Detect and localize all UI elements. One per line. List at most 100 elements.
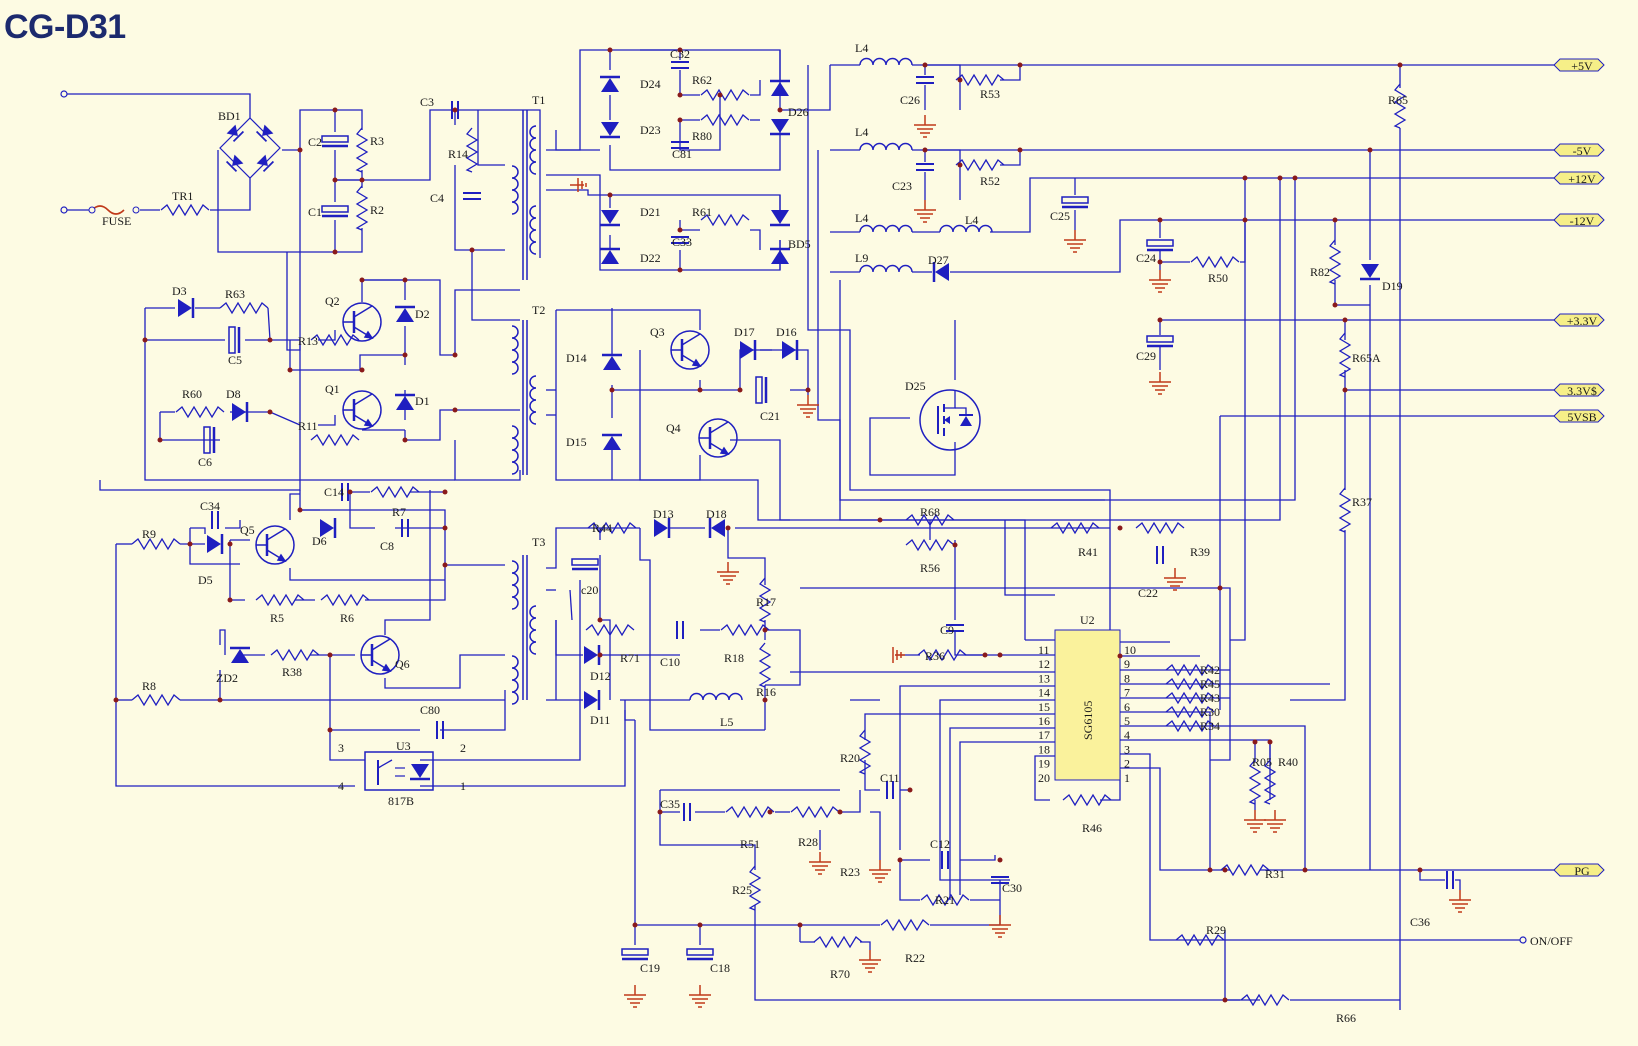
- ic-pin-left: 19: [1038, 757, 1050, 771]
- label-d11: D11: [590, 713, 610, 727]
- label-d23: D23: [640, 123, 661, 137]
- transistor-q3: [669, 329, 711, 371]
- label-r30: R30: [1200, 705, 1220, 719]
- label-q1: Q1: [325, 382, 340, 396]
- ground-symbol: [868, 859, 892, 883]
- diagram-title: CG-D31: [4, 8, 126, 46]
- label-d22: D22: [640, 251, 661, 265]
- bridge-rectifier-bd1: [219, 117, 281, 179]
- label-r6: R6: [340, 611, 354, 625]
- resistor-r63: [219, 302, 269, 314]
- resistor-r39: [1135, 522, 1185, 534]
- opto-pin: 3: [338, 741, 344, 755]
- label-c32: C32: [670, 47, 690, 61]
- label-r34: R34: [1200, 719, 1220, 733]
- capacitor-c29: [1145, 334, 1175, 348]
- thermistor-tr1: [160, 204, 210, 216]
- inductor-l4-neg5v: [859, 142, 913, 151]
- diode-d21: [598, 208, 622, 227]
- diode-d1: [393, 393, 417, 412]
- capacitor-c12: [941, 850, 949, 870]
- diode-d11: [582, 688, 601, 712]
- ic-u2: [1054, 629, 1121, 781]
- label-r21: R21: [935, 893, 955, 907]
- inductor-l4-12v: [859, 224, 913, 233]
- label-d5: D5: [198, 573, 213, 587]
- resistor-r3: [356, 127, 368, 173]
- label-l4-0: L4: [855, 41, 868, 55]
- components: [60, 57, 1605, 1008]
- label-c11: C11: [880, 771, 900, 785]
- diode-d8: [230, 400, 249, 424]
- resistor-r70: [813, 936, 863, 948]
- label-r17: R17: [756, 595, 776, 609]
- label-r2: R2: [370, 203, 384, 217]
- resistor-r56: [905, 539, 955, 551]
- label-r36: R36: [925, 649, 945, 663]
- capacitor-c4: [462, 192, 482, 200]
- label-r68: R68: [920, 505, 940, 519]
- label-l4-3: L4: [965, 213, 978, 227]
- label-c81: C81: [672, 147, 692, 161]
- diode-d12: [582, 643, 601, 667]
- ic-pin-left: 17: [1038, 728, 1050, 742]
- ic-pin-left: 11: [1038, 643, 1050, 657]
- diode-d26: [768, 79, 792, 98]
- resistor-r6: [320, 594, 370, 606]
- ic-pin-left: 13: [1038, 671, 1050, 685]
- ground-symbol: [1148, 269, 1172, 293]
- label-r14: R14: [448, 147, 468, 161]
- label-r53: R53: [980, 87, 1000, 101]
- opto-u3-name: U3: [396, 739, 411, 753]
- ic-pin-right: 9: [1124, 657, 1130, 671]
- label-d19: D19: [1382, 279, 1403, 293]
- diode-bd5b: [768, 247, 792, 266]
- chassis-ground-r36: [892, 647, 905, 663]
- label-r40: R40: [1278, 755, 1298, 769]
- opto-pin: 4: [338, 779, 344, 793]
- ic-u2-name: U2: [1080, 613, 1095, 627]
- label-r70: R70: [830, 967, 850, 981]
- label-q4: Q4: [666, 421, 681, 435]
- label-r60: R60: [182, 387, 202, 401]
- label-r31: R31: [1265, 867, 1285, 881]
- label-r82: R82: [1310, 265, 1330, 279]
- capacitor-c34: [211, 510, 219, 530]
- ac-input-terminal: [60, 90, 68, 98]
- label-c5: C5: [228, 353, 242, 367]
- diode-d17: [738, 338, 757, 362]
- ic-pin-left: 20: [1038, 771, 1050, 785]
- label-r39: R39: [1190, 545, 1210, 559]
- label-bd5: BD5: [788, 237, 811, 251]
- label-c1: C1: [308, 205, 322, 219]
- ic-pin-right: 8: [1124, 671, 1130, 685]
- transistor-q6: [359, 634, 401, 676]
- label-r20: R20: [840, 751, 860, 765]
- output-label: -5V: [1573, 144, 1592, 158]
- label-r13: R13: [298, 334, 318, 348]
- label-l5-5: L5: [720, 715, 733, 729]
- ground-symbol: [988, 914, 1012, 938]
- label-c10: C10: [660, 655, 680, 669]
- label-q2: Q2: [325, 294, 340, 308]
- diode-d14: [600, 353, 624, 372]
- ic-pin-left: 15: [1038, 700, 1050, 714]
- ic-pin-labels: U2SG61051112131415161718192010987654321U…: [338, 613, 1136, 808]
- opto-u3-part: 817B: [388, 794, 414, 808]
- label-t3: T3: [532, 535, 545, 549]
- label-bd1: BD1: [218, 109, 241, 123]
- capacitor-c5: [227, 325, 241, 355]
- label-c22: C22: [1138, 586, 1158, 600]
- resistor-r2: [356, 185, 368, 231]
- label-r66: R66: [1336, 1011, 1356, 1025]
- ic-pin-left: 14: [1038, 686, 1050, 700]
- transistor-q1: [341, 389, 383, 431]
- ground-symbol: [716, 561, 740, 585]
- label-r41: R41: [1078, 545, 1098, 559]
- label-r43: R43: [1200, 691, 1220, 705]
- capacitor-c25: [1060, 195, 1090, 209]
- label-d16: D16: [776, 325, 797, 339]
- ground-symbol: [1243, 809, 1267, 833]
